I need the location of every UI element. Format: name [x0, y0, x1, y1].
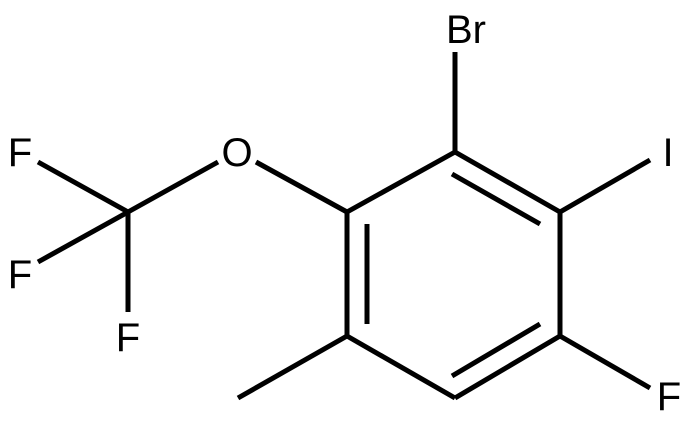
bond-c-f-top: [36, 159, 130, 215]
bond-c2-i: [558, 157, 652, 215]
atom-label-f-ring: F: [657, 375, 681, 419]
bond-c3-c4: [453, 333, 562, 401]
bond-c4-c5: [345, 333, 457, 401]
atom-label-f-top: F: [8, 131, 32, 175]
atom-label-i: I: [662, 131, 673, 175]
bond-c5-methyl: [236, 333, 349, 401]
bond-o-cf3: [126, 159, 220, 215]
atom-labels: Br I F O F F F: [8, 8, 681, 419]
bond-c1-c2-inner: [450, 171, 542, 227]
atom-label-f-bottom: F: [116, 316, 140, 360]
atom-label-f-mid: F: [8, 253, 32, 297]
substituent-bonds: [36, 52, 652, 401]
bond-c1-c2: [453, 149, 562, 215]
bond-c3-c4-inner: [450, 321, 542, 379]
bond-c6-o: [254, 159, 349, 215]
atom-label-br: Br: [446, 8, 486, 52]
bond-c3-f: [558, 333, 652, 391]
benzene-ring: [344, 149, 563, 401]
bond-c6-c1: [345, 149, 457, 215]
atom-label-o: O: [221, 131, 252, 175]
bond-c-f-mid: [36, 209, 130, 265]
